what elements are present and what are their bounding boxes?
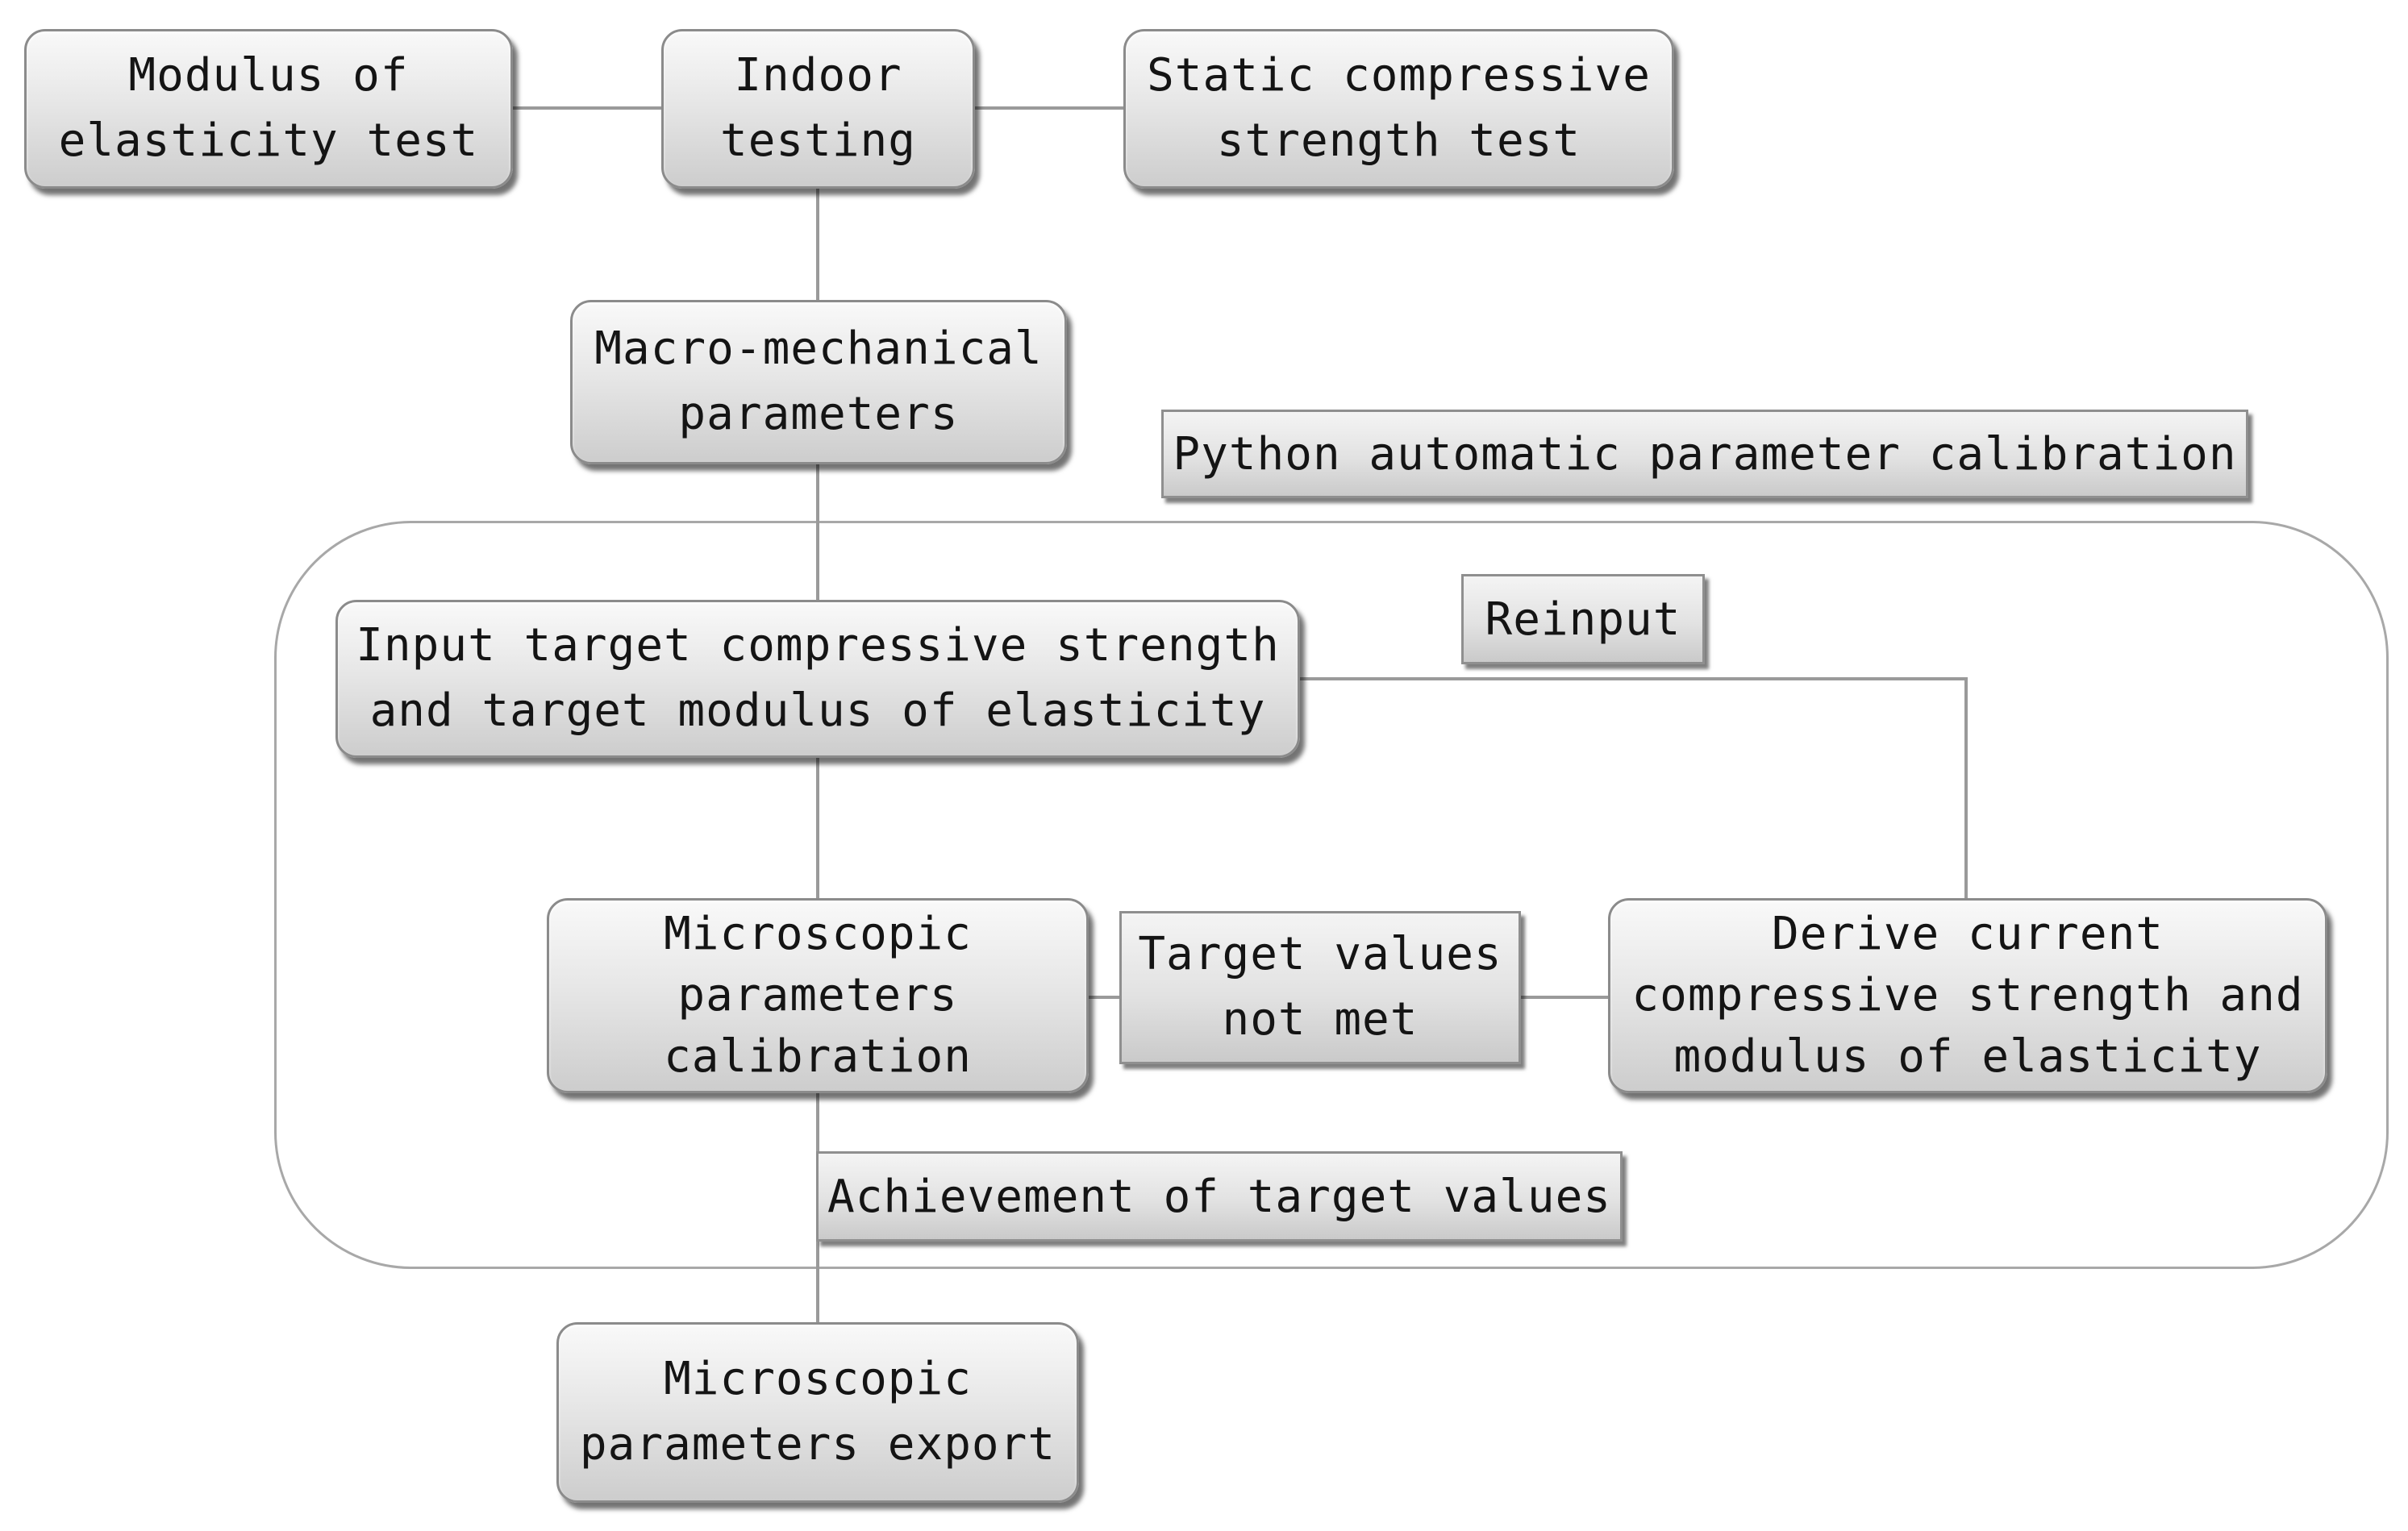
achievement-label: Achievement of target values (816, 1151, 1623, 1242)
calibration-loop-frame (274, 521, 2389, 1269)
derive-current-node: Derive current compressive strength and … (1608, 898, 2327, 1093)
micro-export-node: Microscopic parameters export (556, 1322, 1079, 1503)
targets-not-met-label: Target values not met (1119, 911, 1521, 1064)
input-targets-node: Input target compressive strength and ta… (335, 600, 1300, 758)
indoor-testing-node: Indoor testing (661, 29, 975, 189)
reinput-label: Reinput (1461, 574, 1705, 664)
link-reinput-loop (1300, 677, 1968, 898)
modulus-test-node: Modulus of elasticity test (24, 29, 513, 189)
python-calibration-label: Python automatic parameter calibration (1161, 410, 2248, 498)
macro-params-node: Macro-mechanical parameters (570, 300, 1067, 464)
micro-calibration-node: Microscopic parameters calibration (547, 898, 1089, 1093)
static-test-node: Static compressive strength test (1123, 29, 1674, 189)
